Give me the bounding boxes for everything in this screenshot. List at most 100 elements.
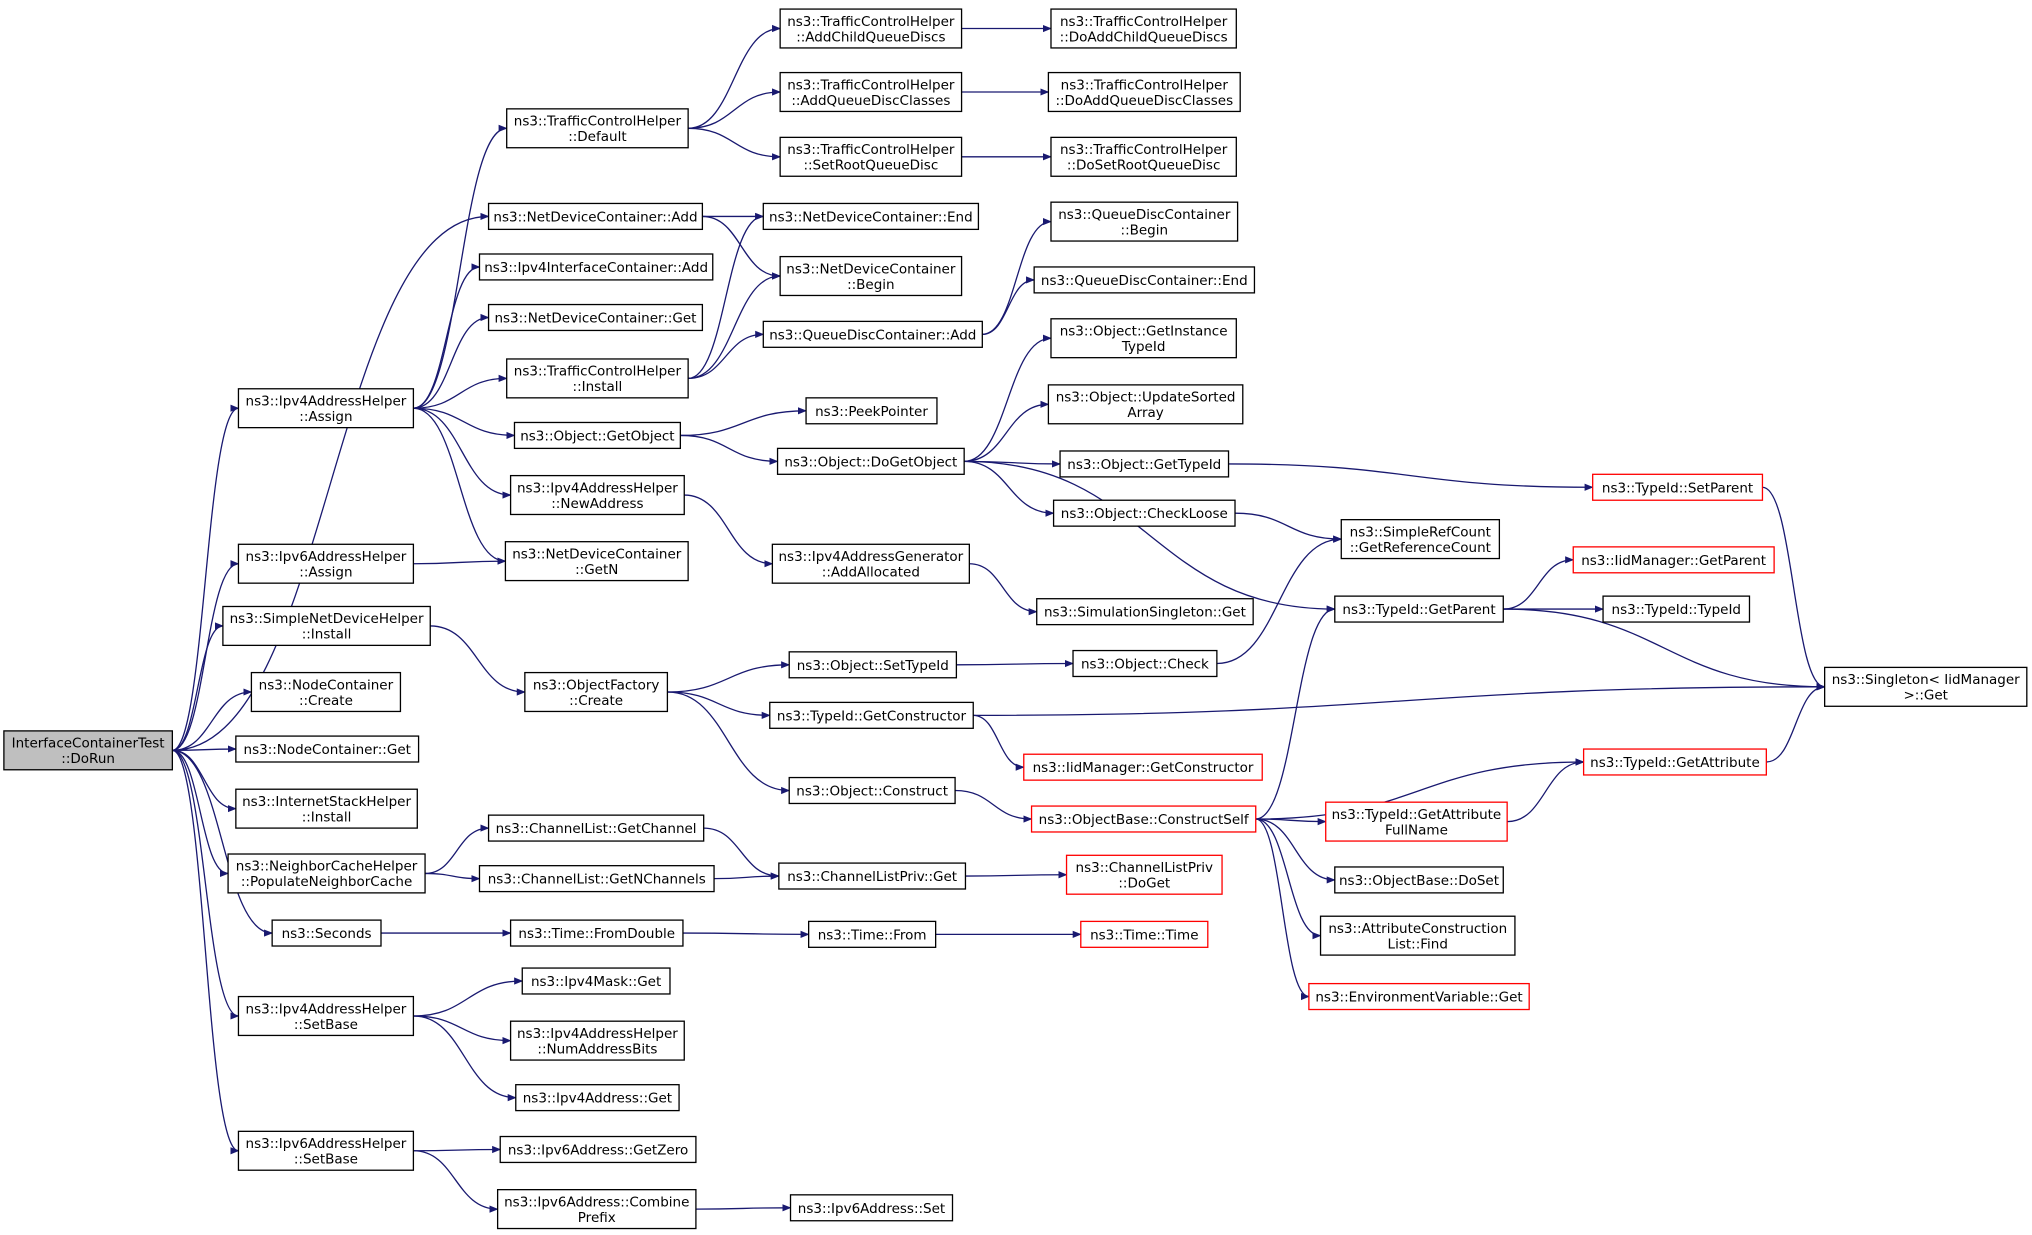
edge-n16-n34 [680, 407, 807, 437]
graph-node[interactable]: ns3::Ipv4Address::Get [515, 1084, 680, 1112]
graph-node[interactable]: ns3::Object::Check [1072, 649, 1218, 678]
graph-node[interactable]: ns3::TypeId::GetConstructor [769, 701, 974, 729]
edge-n1-n15 [413, 374, 508, 409]
graph-node[interactable]: ns3::NetDeviceContainer::Get [487, 303, 704, 332]
graph-node[interactable]: ns3::Time::FromDouble [509, 919, 684, 947]
graph-node[interactable]: ns3::TrafficControlHelper::DoAddChildQue… [1050, 8, 1237, 49]
graph-node[interactable]: ns3::TypeId::SetParent [1592, 473, 1764, 501]
graph-node[interactable]: ns3::IidManager::GetConstructor [1023, 753, 1263, 781]
graph-node[interactable]: ns3::Ipv4AddressHelper::Assign [237, 388, 415, 429]
graph-node[interactable]: ns3::TrafficControlHelper::SetRootQueueD… [779, 136, 963, 177]
graph-node[interactable]: ns3::TrafficControlHelper::Default [506, 108, 689, 149]
graph-node[interactable]: ns3::Ipv4AddressHelper::NewAddress [509, 474, 685, 516]
node-box [1072, 649, 1218, 678]
graph-node[interactable]: ns3::NeighborCacheHelper::PopulateNeighb… [227, 853, 426, 894]
node-label: ns3::TypeId::GetConstructor [777, 708, 967, 724]
graph-node[interactable]: ns3::ObjectBase::ConstructSelf [1030, 805, 1257, 833]
graph-node[interactable]: ns3::Ipv4InterfaceContainer::Add [478, 253, 714, 281]
graph-node[interactable]: ns3::QueueDiscContainer::Begin [1050, 201, 1239, 242]
graph-node[interactable]: ns3::SimpleRefCount::GetReferenceCount [1340, 519, 1501, 560]
node-box [805, 397, 938, 425]
graph-node[interactable]: ns3::TrafficControlHelper::Install [506, 358, 689, 399]
node-label: ns3::Object::CheckLoose [1061, 506, 1228, 522]
node-label: ::SetBase [294, 1152, 358, 1168]
node-box [1308, 982, 1530, 1011]
graph-node[interactable]: ns3::Ipv4AddressHelper::NumAddressBits [509, 1020, 685, 1061]
graph-node[interactable]: ns3::NodeContainer::Create [250, 671, 402, 713]
graph-node[interactable]: ns3::Ipv6AddressHelper::SetBase [237, 1130, 415, 1171]
graph-node[interactable]: ns3::Seconds [271, 919, 382, 947]
graph-node[interactable]: ns3::TypeId::GetParent [1334, 595, 1504, 623]
graph-node[interactable]: ns3::Singleton< IidManager>::Get [1824, 666, 2028, 707]
node-box [506, 358, 689, 399]
graph-node[interactable]: ns3::Object::CheckLoose [1052, 499, 1236, 527]
graph-node[interactable]: ns3::ObjectBase::DoSet [1334, 866, 1504, 894]
graph-node[interactable]: ns3::TrafficControlHelper::AddChildQueue… [779, 8, 963, 49]
graph-node[interactable]: ns3::ChannelListPriv::DoGet [1065, 854, 1223, 895]
node-label: ns3::Ipv4Mask::Get [531, 974, 661, 990]
graph-node[interactable]: ns3::NetDeviceContainer::End [762, 202, 980, 231]
node-label: ::NumAddressBits [537, 1041, 657, 1057]
node-label: ns3::Time::From [818, 927, 927, 943]
graph-node[interactable]: ns3::NetDeviceContainer::GetN [504, 541, 689, 582]
node-label: ns3::TypeId::GetParent [1342, 602, 1495, 618]
graph-node[interactable]: ns3::TrafficControlHelper::AddQueueDiscC… [779, 71, 963, 113]
edge-n1-n16 [413, 407, 516, 440]
graph-node[interactable]: ns3::NetDeviceContainer::Begin [779, 255, 963, 297]
graph-node[interactable]: ns3::TypeId::TypeId [1602, 595, 1751, 623]
graph-node[interactable]: ns3::ChannelList::GetNChannels [478, 865, 715, 893]
node-label: ns3::Ipv6AddressHelper [246, 1136, 407, 1152]
graph-node[interactable]: ns3::TrafficControlHelper::DoSetRootQueu… [1050, 136, 1237, 177]
node-box [1602, 595, 1751, 623]
edge-n38-n54 [973, 714, 1025, 771]
node-label: ns3::ChannelList::GetChannel [496, 821, 697, 837]
graph-node[interactable]: ns3::Object::GetTypeId [1059, 450, 1230, 478]
graph-node[interactable]: ns3::NetDeviceContainer::Add [487, 202, 704, 231]
graph-node[interactable]: ns3::Ipv4AddressGenerator::AddAllocated [771, 543, 970, 584]
node-label: Prefix [578, 1210, 616, 1226]
graph-node[interactable]: ns3::Object::GetObject [513, 421, 682, 450]
graph-node[interactable]: ns3::ChannelListPriv::Get [778, 862, 967, 890]
graph-node[interactable]: ns3::TrafficControlHelper::DoAddQueueDis… [1047, 71, 1241, 113]
node-label: ::GetReferenceCount [1350, 540, 1491, 556]
edge-n61-n67 [1507, 758, 1585, 823]
node-label: ::Default [568, 129, 626, 145]
edge-n55-n61 [1255, 818, 1327, 826]
graph-node[interactable]: ns3::NodeContainer::Get [235, 735, 420, 763]
edge-n0-n4 [172, 688, 253, 751]
edge-n19-n39 [667, 691, 791, 795]
edge-n15-n32 [688, 272, 782, 380]
node-label: ::DoRun [61, 751, 115, 767]
edge-n33-n47 [982, 276, 1036, 335]
graph-node[interactable]: ns3::ChannelList::GetChannel [487, 814, 705, 842]
graph-node[interactable]: InterfaceContainerTest::DoRun [3, 730, 174, 771]
graph-node[interactable]: ns3::Object::Construct [788, 776, 956, 805]
graph-node[interactable]: ns3::Ipv6AddressHelper::Assign [237, 543, 415, 584]
graph-node[interactable]: ns3::EnvironmentVariable::Get [1308, 982, 1530, 1011]
graph-node[interactable]: ns3::Ipv6Address::Set [789, 1194, 954, 1222]
graph-node[interactable]: ns3::QueueDiscContainer::End [1033, 266, 1256, 294]
graph-node[interactable]: ns3::InternetStackHelper::Install [235, 788, 418, 829]
graph-node[interactable]: ns3::SimpleNetDeviceHelper::Install [222, 605, 431, 647]
graph-node[interactable]: ns3::Time::From [808, 920, 937, 948]
graph-node[interactable]: ns3::Object::DoGetObject [776, 447, 965, 475]
graph-node[interactable]: ns3::QueueDiscContainer::Add [762, 320, 983, 348]
graph-node[interactable]: ns3::TypeId::GetAttribute [1582, 748, 1767, 776]
graph-node[interactable]: ns3::ObjectFactory::Create [524, 671, 669, 713]
graph-node[interactable]: ns3::Ipv4Mask::Get [521, 967, 671, 995]
graph-node[interactable]: ns3::SimulationSingleton::Get [1036, 598, 1254, 626]
graph-node[interactable]: ns3::IidManager::GetParent [1572, 546, 1775, 574]
graph-node[interactable]: ns3::Ipv6Address::GetZero [499, 1135, 697, 1164]
graph-node[interactable]: ns3::Ipv4AddressHelper::SetBase [237, 995, 415, 1037]
edge-n0-n2 [172, 560, 240, 751]
graph-node[interactable]: ns3::Object::SetTypeId [788, 651, 958, 679]
graph-node[interactable]: ns3::Time::Time [1080, 920, 1209, 948]
graph-node[interactable]: ns3::PeekPointer [805, 397, 938, 425]
node-label: ns3::NeighborCacheHelper [236, 859, 418, 875]
node-box [496, 1189, 697, 1230]
